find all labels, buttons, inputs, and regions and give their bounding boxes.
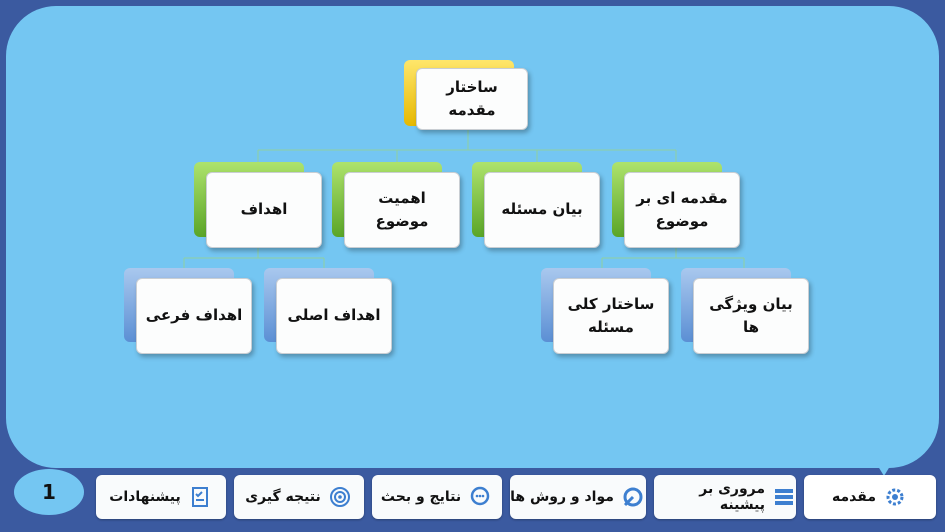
target-icon: [327, 484, 353, 510]
tab-methods[interactable]: مواد و روش ها: [510, 475, 646, 519]
node-problem-statement: بیان مسئله: [472, 162, 602, 252]
page-number: 1: [14, 469, 84, 515]
node-overall-structure: ساختار کلی مسئله: [541, 268, 671, 356]
chat-icon: [467, 484, 493, 510]
node-features-label: بیان ویژگی ها: [693, 278, 809, 354]
node-features: بیان ویژگی ها: [681, 268, 811, 356]
node-problem-statement-label: بیان مسئله: [484, 172, 600, 248]
tab-introduction-label: مقدمه: [832, 489, 876, 505]
tab-conclusion-label: نتیجه گیری: [245, 489, 321, 505]
settings-icon: [620, 484, 646, 510]
tab-methods-label: مواد و روش ها: [510, 489, 614, 505]
node-main-goals: اهداف اصلی: [264, 268, 394, 356]
root-label: ساختار مقدمه: [416, 68, 528, 130]
node-overall-structure-label: ساختار کلی مسئله: [553, 278, 669, 354]
node-intro-topic-label: مقدمه ای بر موضوع: [624, 172, 740, 248]
layers-icon: [771, 484, 796, 510]
speech-tail: [862, 440, 906, 476]
node-topic-importance: اهمیت موضوع: [332, 162, 462, 252]
node-goals: اهداف: [194, 162, 324, 252]
node-sub-goals: اهداف فرعی: [124, 268, 254, 356]
tab-results[interactable]: نتایج و بحث: [372, 475, 502, 519]
tab-conclusion[interactable]: نتیجه گیری: [234, 475, 364, 519]
tab-suggestions[interactable]: پیشنهادات: [96, 475, 226, 519]
tab-suggestions-label: پیشنهادات: [109, 489, 181, 505]
gear-icon: [882, 484, 908, 510]
node-intro-topic: مقدمه ای بر موضوع: [612, 162, 742, 252]
tab-results-label: نتایج و بحث: [380, 489, 462, 505]
node-topic-importance-label: اهمیت موضوع: [344, 172, 460, 248]
tab-literature-review-label: مروری بر پیشینه: [699, 481, 766, 513]
node-main-goals-label: اهداف اصلی: [276, 278, 392, 354]
tab-literature-review[interactable]: مروری بر پیشینه: [654, 475, 796, 519]
node-goals-label: اهداف: [206, 172, 322, 248]
tab-introduction[interactable]: مقدمه: [804, 475, 936, 519]
node-sub-goals-label: اهداف فرعی: [136, 278, 252, 354]
checklist-icon: [187, 484, 213, 510]
root-node: ساختار مقدمه: [404, 60, 534, 134]
